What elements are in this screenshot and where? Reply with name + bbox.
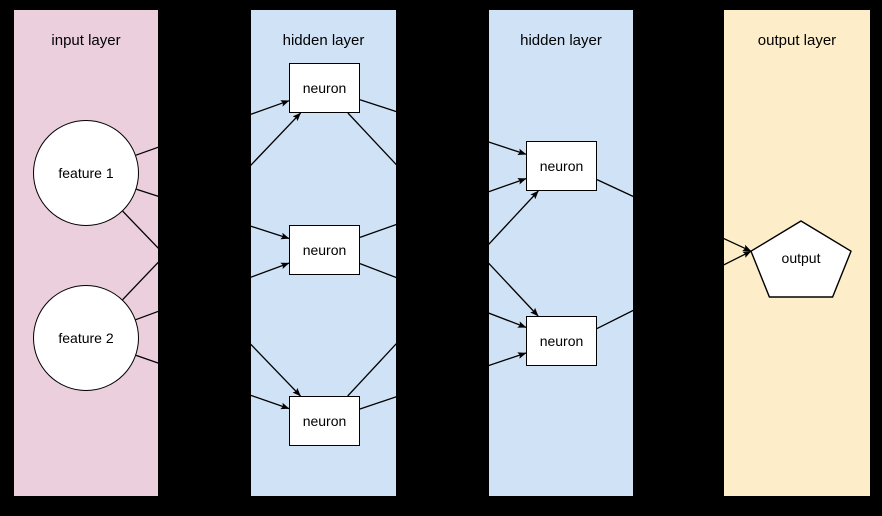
node-label: neuron bbox=[302, 242, 347, 258]
layer-title-hidden-2: hidden layer bbox=[520, 32, 602, 49]
node-hidden1-neuron-3[interactable]: neuron bbox=[289, 396, 360, 446]
node-label: neuron bbox=[302, 80, 347, 96]
node-hidden2-neuron-2[interactable]: neuron bbox=[526, 316, 597, 366]
node-feature-1[interactable]: feature 1 bbox=[33, 120, 139, 226]
node-label: neuron bbox=[302, 413, 347, 429]
node-output-node[interactable]: output bbox=[750, 220, 852, 298]
node-label: output bbox=[781, 250, 821, 266]
layer-title-input: input layer bbox=[51, 32, 121, 49]
node-label: neuron bbox=[539, 333, 584, 349]
layer-title-output: output layer bbox=[757, 32, 837, 49]
node-label: feature 1 bbox=[58, 165, 114, 181]
node-hidden1-neuron-1[interactable]: neuron bbox=[289, 63, 360, 113]
layer-title-hidden-1: hidden layer bbox=[282, 32, 365, 49]
node-hidden1-neuron-2[interactable]: neuron bbox=[289, 225, 360, 275]
layer-panel-hidden-2: hidden layer bbox=[489, 10, 633, 496]
node-label: neuron bbox=[539, 158, 584, 174]
layer-panel-input: input layer bbox=[14, 10, 158, 496]
node-feature-2[interactable]: feature 2 bbox=[33, 285, 139, 391]
node-label: feature 2 bbox=[58, 330, 114, 346]
node-hidden2-neuron-1[interactable]: neuron bbox=[526, 141, 597, 191]
